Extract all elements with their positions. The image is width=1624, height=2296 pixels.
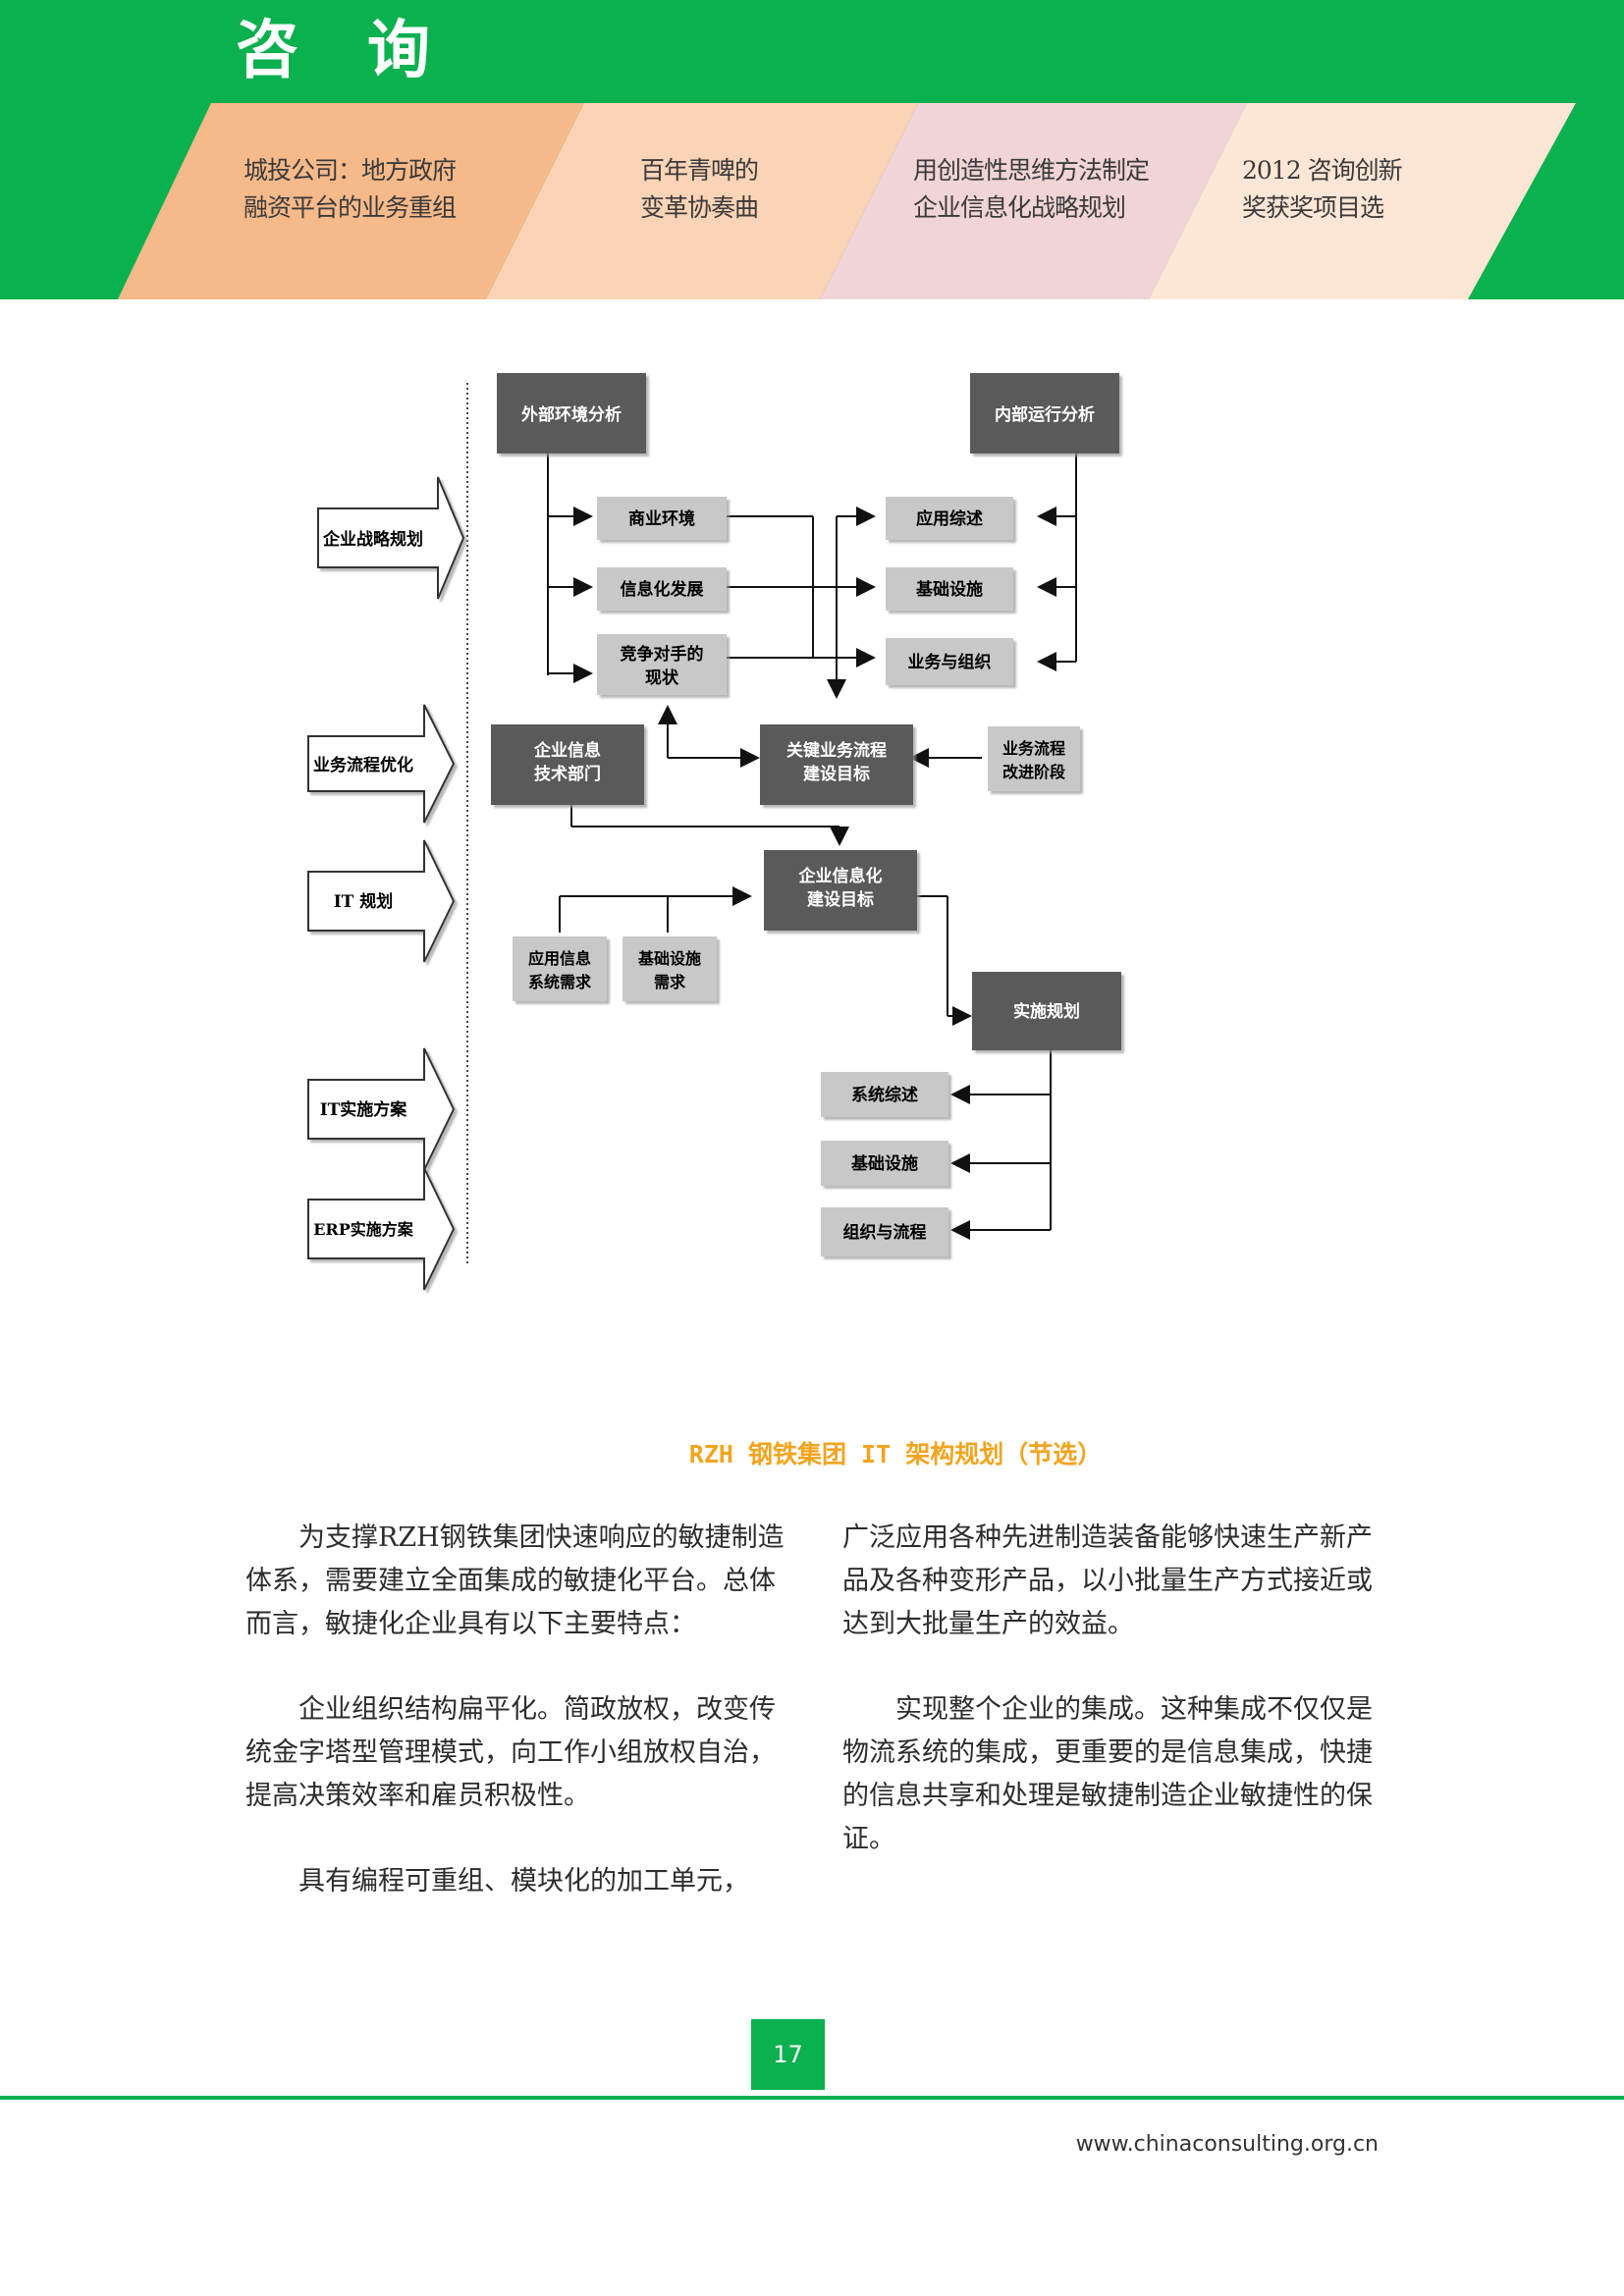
box-business-org: 业务与组织: [886, 638, 1013, 685]
body-column-right: 广泛应用各种先进制造装备能够快速生产新产品及各种变形产品，以小批量生产方式接近或…: [842, 1517, 1387, 1903]
phase-arrow-erp-impl: ERP实施方案: [307, 1167, 456, 1291]
svg-text:信息化发展: 信息化发展: [621, 579, 704, 600]
figure-caption: RZH 钢铁集团 IT 架构规划（节选）: [688, 1440, 1103, 1468]
phase-label: 业务流程优化: [313, 755, 413, 775]
svg-text:关键业务流程: 关键业务流程: [786, 740, 887, 761]
svg-text:基础设施: 基础设施: [915, 579, 983, 600]
box-process-improvement: 业务流程 改进阶段: [988, 726, 1080, 791]
phase-arrow-strategy: 企业战略规划: [317, 476, 465, 600]
svg-text:系统综述: 系统综述: [851, 1085, 918, 1105]
tab-1-label[interactable]: 城投公司：地方政府 融资平台的业务重组: [244, 156, 457, 222]
svg-text:竞争对手的: 竞争对手的: [621, 644, 704, 665]
paragraph: 为支撑RZH钢铁集团快速响应的敏捷制造体系，需要建立全面集成的敏捷化平台。总体而…: [245, 1522, 785, 1639]
svg-text:商业环境: 商业环境: [628, 508, 695, 529]
body-column-left: 为支撑RZH钢铁集团快速响应的敏捷制造体系，需要建立全面集成的敏捷化平台。总体而…: [245, 1517, 790, 1946]
box-key-process-goal: 关键业务流程 建设目标: [760, 724, 913, 805]
svg-text:应用信息: 应用信息: [528, 949, 591, 968]
box-org-process: 组织与流程: [821, 1207, 948, 1256]
tab-1-bg: [118, 103, 584, 299]
svg-text:技术部门: 技术部门: [534, 764, 601, 784]
svg-text:外部环境分析: 外部环境分析: [521, 404, 622, 425]
phase-label: 企业战略规划: [322, 529, 423, 550]
tab-2-label[interactable]: 百年青啤的 变革协奏曲: [640, 156, 759, 222]
footer-url[interactable]: www.chinaconsulting.org.cn: [1075, 2132, 1379, 2157]
tab-3-bg: [820, 103, 1247, 299]
svg-text:基础设施: 基础设施: [850, 1153, 918, 1174]
svg-text:企业信息: 企业信息: [533, 740, 601, 761]
box-implementation-plan: 实施规划: [972, 972, 1121, 1050]
svg-text:建设目标: 建设目标: [803, 764, 870, 784]
svg-text:内部运行分析: 内部运行分析: [995, 404, 1095, 425]
footer-rule: [0, 2096, 1624, 2100]
box-competitors: 竞争对手的 现状: [597, 634, 727, 695]
svg-text:系统需求: 系统需求: [528, 973, 592, 991]
box-system-overview: 系统综述: [821, 1072, 948, 1117]
phase-arrow-it-impl: IT实施方案: [307, 1047, 456, 1171]
svg-text:建设目标: 建设目标: [807, 889, 874, 910]
paragraph: 实现整个企业的集成。这种集成不仅仅是物流系统的集成，更重要的是信息集成，快捷的信…: [842, 1694, 1373, 1854]
box-infra-requirements: 基础设施 需求: [623, 936, 717, 1001]
svg-text:基础设施: 基础设施: [637, 949, 701, 968]
svg-text:现状: 现状: [645, 667, 679, 688]
box-it-department: 企业信息 技术部门: [491, 724, 644, 805]
paragraph: 具有编程可重组、模块化的加工单元，: [298, 1866, 749, 1896]
svg-text:业务流程: 业务流程: [1002, 739, 1065, 758]
box-internal-analysis: 内部运行分析: [970, 373, 1119, 454]
tab-4-bg: [1149, 103, 1576, 299]
phase-label: ERP实施方案: [313, 1220, 414, 1239]
phase-arrow-it-plan: IT 规划: [307, 839, 456, 963]
box-info-goal: 企业信息化 建设目标: [764, 850, 917, 931]
phase-label: IT实施方案: [320, 1099, 408, 1120]
box-business-env: 商业环境: [597, 497, 727, 540]
box-app-requirements: 应用信息 系统需求: [513, 936, 607, 1001]
svg-text:实施规划: 实施规划: [1013, 1001, 1080, 1022]
svg-text:组织与流程: 组织与流程: [843, 1222, 927, 1243]
box-infrastructure: 基础设施: [886, 567, 1013, 611]
paragraph: 企业组织结构扁平化。简政放权，改变传统金字塔型管理模式，向工作小组放权自治，提高…: [245, 1694, 776, 1811]
svg-text:企业信息化: 企业信息化: [798, 866, 883, 886]
section-title: 咨询: [236, 14, 499, 87]
it-architecture-diagram: 企业战略规划 业务流程优化 IT 规划 IT实施方案 ERP实施方案: [307, 373, 1121, 1291]
svg-text:需求: 需求: [654, 973, 686, 991]
box-app-overview: 应用综述: [886, 497, 1013, 540]
svg-text:业务与组织: 业务与组织: [908, 652, 992, 672]
tab-3-label[interactable]: 用创造性思维方法制定 企业信息化战略规划: [913, 156, 1150, 222]
box-impl-infrastructure: 基础设施: [821, 1141, 948, 1186]
tab-4-label[interactable]: 2012 咨询创新 奖获奖项目选: [1242, 156, 1403, 222]
header-tabs: [118, 103, 1576, 299]
box-it-development: 信息化发展: [597, 567, 727, 611]
phase-label: IT 规划: [334, 891, 394, 912]
box-external-analysis: 外部环境分析: [497, 373, 646, 454]
svg-text:改进阶段: 改进阶段: [1002, 763, 1066, 781]
phase-arrow-process: 业务流程优化: [307, 704, 456, 824]
tab-2-bg: [486, 103, 918, 299]
svg-text:应用综述: 应用综述: [916, 508, 983, 529]
page-number: 17: [751, 2019, 825, 2090]
paragraph: 广泛应用各种先进制造装备能够快速生产新产品及各种变形产品，以小批量生产方式接近或…: [842, 1522, 1373, 1639]
